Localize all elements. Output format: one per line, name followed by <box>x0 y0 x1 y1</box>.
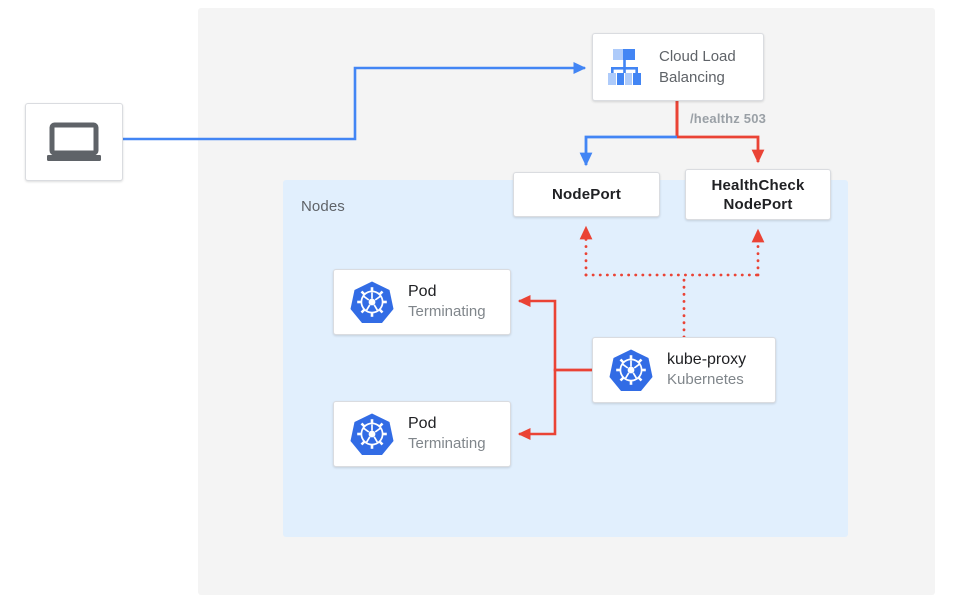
cloud-load-balancing-label-line2: Balancing <box>659 69 725 86</box>
healthz-edge-label: /healthz 503 <box>690 111 767 126</box>
kube-proxy-node[interactable]: kube-proxy Kubernetes <box>592 337 776 403</box>
nodeport-label: NodePort <box>551 186 622 203</box>
healthcheck-nodeport-label-line2: NodePort <box>723 195 793 213</box>
healthcheck-nodeport-node[interactable]: HealthCheck NodePort <box>685 169 831 220</box>
kube-proxy-subtitle: Kubernetes <box>667 371 744 388</box>
kubernetes-icon <box>350 413 394 455</box>
laptop-icon <box>47 122 101 161</box>
cloud-load-balancing-node[interactable]: Cloud Load Balancing <box>592 33 764 101</box>
cloud-load-balancing-label: Cloud Load Balancing <box>659 46 736 88</box>
pod-1-title: Pod <box>408 283 437 300</box>
pod-node-2[interactable]: Pod Terminating <box>333 401 511 467</box>
client-node[interactable] <box>25 103 123 181</box>
healthcheck-nodeport-label: HealthCheck NodePort <box>711 176 804 214</box>
pod-2-status: Terminating <box>408 435 486 452</box>
kube-proxy-text: kube-proxy Kubernetes <box>667 350 746 390</box>
healthcheck-nodeport-label-line1: HealthCheck <box>711 176 805 194</box>
cloud-load-balancing-icon <box>608 49 641 85</box>
cloud-load-balancing-label-line1: Cloud Load <box>659 48 736 65</box>
pod-1-text: Pod Terminating <box>408 282 486 322</box>
kubernetes-icon <box>609 349 653 391</box>
nodeport-node[interactable]: NodePort <box>513 172 660 217</box>
pod-2-title: Pod <box>408 415 437 432</box>
pod-node-1[interactable]: Pod Terminating <box>333 269 511 335</box>
kubernetes-icon <box>350 281 394 323</box>
pod-2-text: Pod Terminating <box>408 414 486 454</box>
nodes-region-label: Nodes <box>301 198 345 215</box>
pod-1-status: Terminating <box>408 303 486 320</box>
kube-proxy-title: kube-proxy <box>667 351 747 368</box>
